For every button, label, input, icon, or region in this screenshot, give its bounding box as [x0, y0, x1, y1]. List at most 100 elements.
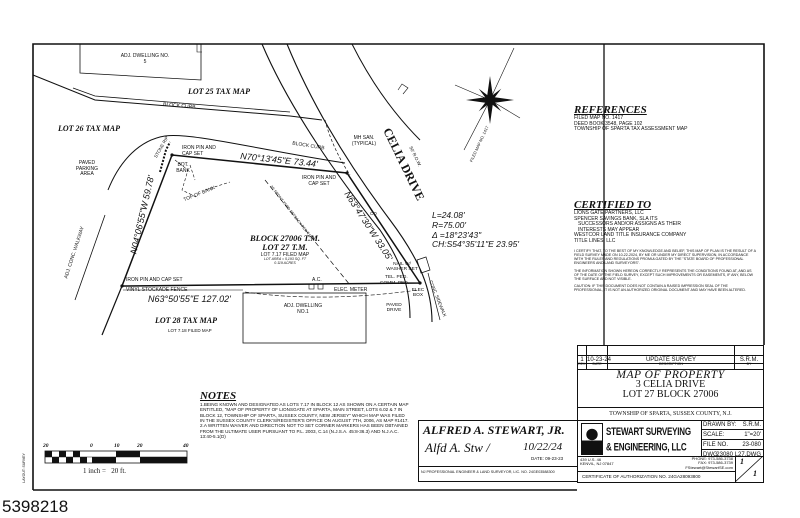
title-block: 1 10-23-24 UPDATE SURVEY S.R.M. REV. DAT… [577, 345, 764, 483]
address-line: KENVIL, NJ 07847 [580, 461, 614, 467]
license-text: NJ PROFESSIONAL ENGINEER & LAND SURVEYOR… [421, 470, 555, 474]
drawn-by-value: S.R.M. [742, 422, 761, 428]
lot-26-label: LOT 26 TAX MAP [58, 124, 121, 133]
lot-28-label: LOT 28 TAX MAP [155, 316, 218, 325]
bot-bank-label: BOT. BANK [176, 162, 190, 174]
certified-line: LIONS GATE PARTNERS, LLC [574, 210, 644, 217]
iron-pin-label: IRON PIN AND CAP SET [302, 175, 336, 187]
revision-date: 10-23-24 [587, 357, 612, 363]
lot-area: LOT AREA = 5,193 SQ. FT [263, 257, 307, 262]
certificate-of-authorization: CERTIFICATE OF AUTHORIZATION No. 24GA280… [582, 474, 701, 479]
curve-delta: Δ =18°23'43" [432, 229, 482, 240]
by-header: BY [746, 362, 752, 366]
note-item: 1.BEING KNOWN AND DESIGNATED AS LOTS 7.1… [200, 402, 409, 423]
lot-label: LOT 27 T.M. [262, 242, 308, 253]
elec-meter-label: ELEC. METER [334, 287, 368, 293]
certification-statement: I CERTIFY THAT, TO THE BEST OF MY KNOWLE… [574, 249, 756, 266]
caution-statement: CAUTION: IF THIS DOCUMENT DOES NOT CONTA… [574, 283, 746, 293]
certified-line: INTERESTS MAY APPEAR [578, 226, 640, 233]
date-header: DATE [592, 362, 602, 366]
references: REFERENCES FILED MAP NO. 1417 DEED BOOK … [574, 104, 687, 133]
surveyor-name: ALFRED A. STEWART, JR. [423, 423, 565, 437]
property-address: 3 CELIA DRIVE [635, 379, 706, 390]
reference-line: TOWNSHIP OF SPARTA TAX ASSESSMENT MAP [574, 126, 688, 133]
tel-ped-label: TEL. PED. [385, 275, 408, 280]
curve-radius: R=75.00' [432, 219, 466, 230]
paved-drive-label: PAVED DRIVE [386, 303, 402, 314]
field-label: DRAWN BY: [703, 422, 737, 428]
filed-map-label: LOT 7.17 FILED MAP [260, 251, 310, 258]
map-title: MAP OF PROPERTY 3 CELIA DRIVE LOT 27 BLO… [578, 369, 763, 400]
company-name-line: STEWART SURVEYING [606, 425, 691, 438]
field-label: FILE No. [703, 442, 729, 448]
reference-line: DEED BOOK 3548, PAGE 102 [574, 120, 643, 127]
information-statement: THE INFORMATION SHOWN HEREON CORRECTLY R… [574, 268, 754, 281]
lot-28-sub-label: LOT 7.18 FILED MAP [168, 328, 212, 333]
nail-label: NAIL W/ WASHER SET [386, 262, 418, 273]
revision-description: UPDATE SURVEY [645, 357, 697, 363]
scale-value: 1"=20' [744, 432, 761, 438]
drawing-fields: DRAWN BY: S.R.M. SCALE: 1"=20' FILE No. 23-… [701, 420, 763, 458]
layout-label: LAYOUT: SURVEY [21, 453, 26, 483]
scale-tick: 20 [137, 443, 143, 449]
scale-tick: 10 [114, 443, 120, 449]
certified-to: CERTIFIED TO LIONS GATE PARTNERS, LLC SP… [574, 199, 760, 292]
company-name-line: & ENGINEERING, LLC [606, 440, 687, 454]
sheet-number: 1 [740, 457, 744, 466]
revision-row: 1 10-23-24 UPDATE SURVEY S.R.M. [578, 355, 763, 364]
signature-date: 10/22/24 [523, 441, 563, 453]
lot-info: BLOCK 27006 T.M. LOT 27 T.M. LOT 7.17 FI… [225, 233, 345, 266]
iron-pin-label: IRON PIN AND CAP SET [126, 277, 183, 283]
notes-title: NOTES [200, 390, 237, 402]
references-title: REFERENCES [574, 104, 647, 116]
phone: PHONE: 973-586-3738 [691, 456, 733, 461]
company-logo [581, 423, 603, 455]
comm-ped-label: COMM. PED. [380, 281, 410, 286]
sheet-divider [735, 456, 763, 482]
description-header: DESCRIPTION [659, 362, 683, 366]
signature-block: ALFRED A. STEWART, JR. Alfd A. Stw / 10/… [418, 420, 578, 482]
field-label: SCALE: [703, 432, 725, 438]
revision-header: REV. DATE DESCRIPTION BY [578, 362, 763, 370]
lot-25-label: LOT 25 TAX MAP [188, 87, 251, 96]
revision-number: 1 [580, 357, 584, 363]
company-name: STEWART SURVEYING & ENGINEERING, LLC [606, 424, 691, 455]
certified-line: SPENCER SAVINGS BANK, SLA ITS [574, 215, 658, 222]
certified-title: CERTIFIED TO [574, 199, 652, 211]
lot-acres: 0.119 ACRES [274, 261, 296, 266]
mh-san-label: MH SAN. (TYPICAL) [351, 135, 377, 147]
cleanout-label: CO [370, 211, 377, 216]
paved-parking-label: PAVED PARKING AREA [75, 160, 99, 177]
file-number-value: 23-080 [742, 442, 761, 448]
dwg-value: 23080 L27.DWG [716, 452, 761, 458]
email: FStewart@StewartSE.com [685, 464, 733, 470]
fence-label: VINYL STOCKADE FENCE [126, 287, 188, 293]
note-item: 2.A WRITTEN WAIVER AND DIRECTION NOT TO … [200, 423, 408, 439]
reference-line: FILED MAP NO. 1417 [574, 115, 624, 122]
signature-image: Alfd A. Stw / [425, 440, 490, 455]
north-arrow-icon [470, 80, 510, 120]
iron-pin-label: IRON PIN AND CAP SET [182, 145, 216, 157]
lot-block: LOT 27 BLOCK 27006 [622, 389, 719, 400]
certified-line: TITLE LINES, LLC [574, 237, 616, 244]
map-title-line: MAP OF PROPERTY [616, 369, 725, 381]
elec-box-label: ELEC BOX [411, 288, 425, 299]
certified-line: WESTCOR LAND TITLE INSURANCE COMPANY [574, 232, 687, 239]
block-label: BLOCK 27006 T.M. [249, 233, 321, 243]
adj-dwelling-5-label: ADJ. DWELLING NO. 5 [120, 53, 170, 65]
fax: FAX: 973-586-3739 [698, 460, 733, 466]
revision-by: S.R.M. [739, 357, 759, 363]
sheet-count: 1 [753, 469, 757, 478]
scale-label: 1 inch = 20 ft. [83, 467, 127, 475]
bearing-south-line: N63°50'55"E 127.02' [148, 294, 231, 304]
ac-label: A.C. [312, 277, 322, 283]
adj-dwelling-1-label: ADJ. DWELLING NO.1 [283, 303, 323, 315]
company-contact: PHONE: 973-586-3738 FAX: 973-586-3739 FS… [673, 456, 733, 470]
scale-tick: 0 [90, 443, 93, 449]
curve-data: L=24.08' R=75.00' Δ =18°23'43" CH:S54°35… [432, 210, 519, 250]
certified-line: SUCCESSORS AND/OR ASSIGNS AS THEIR [578, 221, 681, 228]
notes: NOTES 1.BEING KNOWN AND DESIGNATED AS LO… [200, 390, 410, 439]
township-label: TOWNSHIP OF SPARTA, SUSSEX COUNTY, N.J. [609, 411, 732, 417]
field-label: DWG [703, 452, 718, 458]
signature-date-stamp: DATE: 09-23-23 [531, 456, 564, 461]
